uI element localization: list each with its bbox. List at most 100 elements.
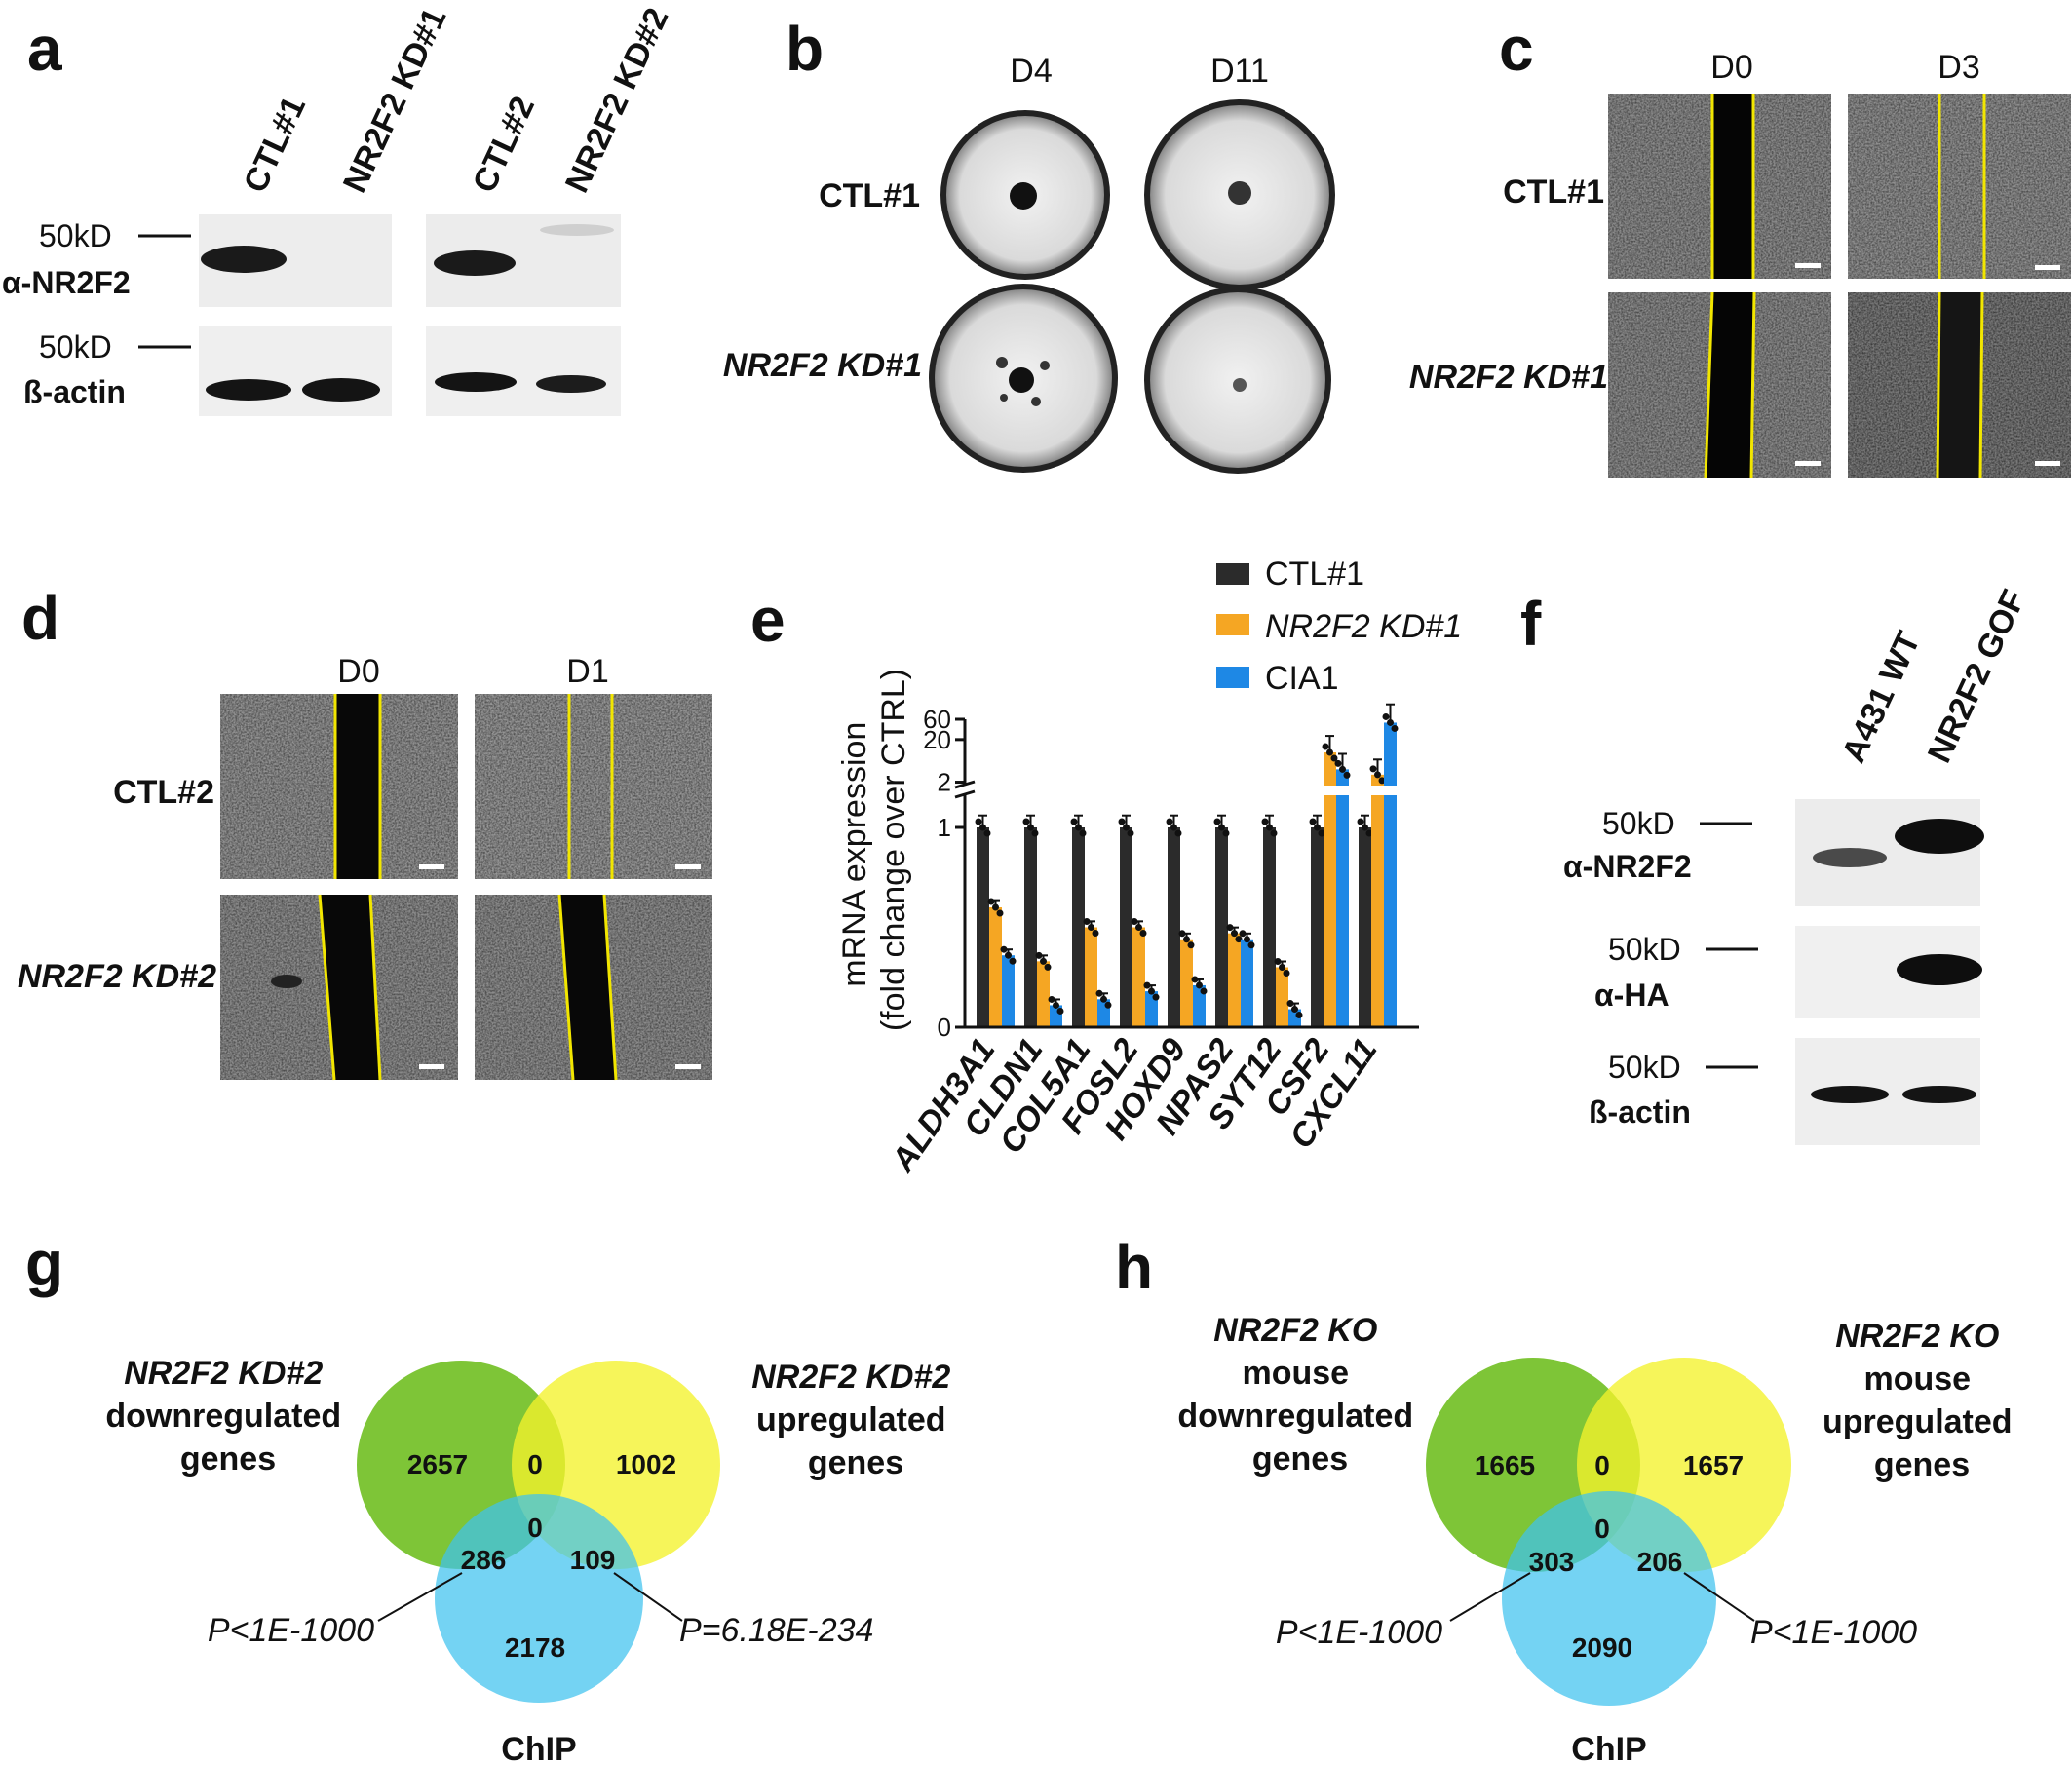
axis-break-mark [954,780,976,789]
band [434,250,516,276]
data-point [1261,818,1269,825]
data-point [1127,829,1134,837]
marker-label: 50kD [39,329,112,365]
data-point [1027,824,1034,831]
panel-f: f A431 WT NR2F2 GOF 50kD α-NR2F2 50kD α-… [1520,584,2033,1145]
y-tick-label: 60 [923,705,951,734]
data-point [992,903,999,911]
col-label-d4: D4 [1010,53,1052,90]
data-point [1187,941,1195,949]
data-point [1343,771,1351,779]
data-point [1378,777,1386,785]
data-point [1266,824,1273,831]
data-point [1295,1012,1303,1019]
data-point [1095,989,1103,997]
data-point [1031,829,1039,837]
data-point [1166,818,1173,825]
data-point [1178,930,1186,938]
scratch-image [475,694,712,879]
blot-row-label-nr2f2: α-NR2F2 [2,265,131,300]
data-point [1152,993,1160,1001]
data-point [975,818,982,825]
bar [1168,827,1180,1027]
data-point [1200,987,1208,995]
data-point [1326,748,1333,756]
data-point [1231,930,1238,938]
panel-label-h: h [1115,1232,1153,1302]
scratch-image [1848,94,2071,279]
band [206,379,291,401]
data-point [1244,936,1250,943]
data-point [1148,987,1155,995]
data-point [1274,958,1282,965]
data-point [1183,936,1190,943]
data-point [1309,818,1317,825]
data-point [1218,824,1225,831]
data-point [1322,743,1329,750]
colony [1031,397,1041,406]
panel-g: g 2657 0 1002 0 286 109 2178 NR2F2 KD#2 … [25,1228,960,1765]
panel-a: a CTL#1 NR2F2 KD#1 CTL#2 NR2F2 KD#2 50kD… [2,2,675,416]
venn-count-right-bottom: 109 [570,1545,616,1575]
colony [1040,361,1050,370]
panel-label-d: d [21,583,59,653]
blot-actin-right [426,326,621,416]
venn-diagram [1426,1358,1791,1706]
bar [1263,827,1276,1027]
venn-set-label-left: NR2F2 KO mouse downregulated genes [1177,1312,1422,1477]
data-point [1035,951,1043,959]
lane-label-ctl1: CTL#1 [237,91,313,198]
data-point [1283,970,1290,977]
data-point [983,829,991,837]
data-point [1075,824,1082,831]
venn-count-left-right: 0 [1594,1450,1610,1480]
data-point [1369,765,1377,773]
spheroid [1010,182,1037,210]
panel-c: c D0 D3 CTL#1 NR2F2 KD#1 [1409,14,2071,479]
scratch-image [1608,94,1831,279]
bar [1215,827,1228,1027]
data-point [1291,1006,1298,1014]
axis-break-gap [951,786,1419,795]
data-point [1286,1000,1294,1008]
data-point [1048,995,1055,1003]
col-label-d1: D1 [566,653,608,690]
data-point [1196,981,1203,989]
marker-label: 50kD [1608,932,1681,967]
venn-set-label-left: NR2F2 KD#2 downregulated genes [105,1355,350,1477]
row-label-ctl1: CTL#1 [1503,173,1604,211]
blot-row-label-nr2f2: α-NR2F2 [1563,849,1692,884]
spheroid [1009,367,1034,393]
data-point [1270,829,1278,837]
panel-e: e CTL#1 NR2F2 KD#1 CIA1 mRNA expression … [750,556,1462,1179]
panel-label-e: e [750,585,786,655]
data-point [1139,930,1147,937]
data-point [1123,824,1130,831]
venn-count-right-bottom: 206 [1637,1547,1683,1577]
data-point [1174,829,1182,837]
bar [1193,984,1206,1027]
legend-swatch-cia1 [1216,667,1249,688]
bar [989,907,1002,1027]
p-value-right: P<1E-1000 [1750,1614,1917,1651]
data-point [1056,1007,1064,1015]
venn-set-label-right: NR2F2 KD#2 upregulated genes [751,1359,960,1481]
band [1811,1086,1889,1103]
row-label-kd2: NR2F2 KD#2 [18,958,216,995]
band [1902,1086,1976,1103]
data-point [1092,930,1099,937]
scratch-image [1848,291,2071,479]
data-point [1000,945,1008,953]
y-axis-label: mRNA expression (fold change over CTRL) [836,669,912,1031]
band [302,378,380,402]
band [536,375,606,393]
venn-count-left-right: 0 [527,1449,543,1479]
data-point [979,824,986,831]
band [1895,819,1984,854]
blot-row-label-ha: α-HA [1594,978,1669,1013]
venn-count-left-bottom: 286 [461,1545,507,1575]
data-point [1235,936,1243,943]
bar [1180,939,1193,1027]
data-point [1334,759,1342,767]
scratch-image [220,894,458,1081]
